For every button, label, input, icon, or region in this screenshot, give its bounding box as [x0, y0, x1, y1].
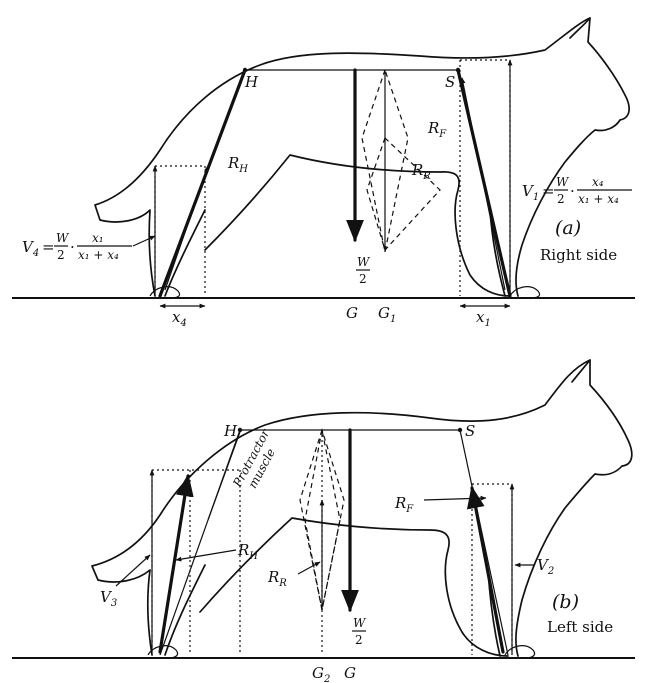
v3-leader-b: [115, 554, 151, 587]
rh-arrow-b: [158, 473, 194, 654]
svg-text:2: 2: [557, 192, 565, 206]
force-polygon-rf-b: [299, 427, 345, 611]
cat-belly-b: [199, 517, 509, 657]
v1-equation-a: V1 = W 2 · x₄ x₁ + x₄: [522, 175, 632, 206]
rr-label-b: RR: [267, 568, 287, 589]
panel-a-side: Right side: [540, 246, 617, 264]
rf-label-b: RF: [394, 494, 414, 515]
rh-arrow-a: [164, 165, 209, 291]
hip-label-a: H: [244, 73, 259, 91]
force-polygon-rf-a: [361, 68, 409, 253]
svg-text:x₄: x₄: [592, 175, 604, 189]
svg-text:W: W: [556, 175, 570, 189]
v4-leader-a: [132, 235, 156, 247]
cat-ear-a: [569, 17, 591, 39]
svg-text:·: ·: [70, 238, 75, 256]
panel-b-id: (b): [552, 591, 579, 613]
rf-arrow-a: [460, 77, 506, 291]
v4-equation-a: V4 = W 2 · x₁ x₁ + x₄: [22, 231, 132, 262]
svg-text:·: ·: [570, 182, 575, 200]
panel-a-id: (a): [555, 217, 581, 239]
shoulder-label-b: S: [465, 422, 475, 440]
fore-limb-b: [459, 429, 509, 656]
g-label-a: G: [346, 304, 358, 322]
rf-leader-b: [423, 495, 487, 501]
weight-label-a-den: 2: [359, 272, 367, 286]
rr-leader-b: [297, 561, 321, 575]
svg-text:W: W: [56, 231, 70, 245]
g1-label-a: G1: [378, 304, 396, 325]
cat-paw-fore-b: [504, 645, 536, 659]
v3-label-b: V3: [100, 588, 117, 609]
g-label-b: G: [344, 664, 356, 682]
panel-b-side: Left side: [547, 618, 613, 636]
svg-text:=: =: [42, 238, 55, 256]
svg-text:V1: V1: [522, 182, 539, 203]
rr-label-a: RR: [411, 161, 431, 182]
cat-paw-fore-a: [509, 286, 541, 299]
weight-label-a-num: W: [357, 255, 371, 269]
rh-label-b: RH: [237, 541, 258, 562]
svg-text:x₁ + x₄: x₁ + x₄: [578, 192, 619, 206]
cat-ear-b: [571, 359, 591, 383]
rh-label-a: RH: [227, 154, 248, 175]
x4-label-a: x4: [172, 308, 187, 329]
panel-a: H S RH RF RR W 2 V1 = W 2 · x₄ x₁ + x₄ V…: [12, 17, 635, 329]
x1-label-a: x1: [476, 308, 491, 329]
cat-outline-b: [91, 359, 633, 657]
svg-text:x₁: x₁: [92, 231, 104, 245]
cat-paw-hind-b: [147, 645, 179, 659]
svg-text:2: 2: [57, 248, 65, 262]
force-polygon-rr-a: [366, 136, 441, 252]
rh-leader-b: [175, 549, 237, 562]
cat-hindleg-a: [164, 209, 206, 297]
cat-outline-a: [94, 17, 630, 297]
svg-text:x₁ + x₄: x₁ + x₄: [78, 248, 119, 262]
panel-b: H S Protractor muscle RH RF RR W 2 V2 V3: [12, 359, 635, 683]
v2-label-b: V2: [537, 556, 554, 577]
weight-label-b-den: 2: [355, 633, 363, 647]
svg-text:=: =: [542, 182, 555, 200]
shoulder-label-a: S: [445, 73, 455, 91]
g2-label-b: G2: [312, 664, 330, 683]
rf-arrow-b: [466, 485, 505, 654]
svg-text:V4: V4: [22, 238, 39, 259]
weight-label-b-num: W: [353, 616, 367, 630]
cat-belly-a: [204, 154, 511, 297]
fore-limb-a: [456, 68, 512, 298]
hip-label-b: H: [223, 422, 238, 440]
cat-paw-hind-a: [149, 286, 181, 299]
protractor-muscle-line-b: [207, 431, 241, 521]
rf-label-a: RF: [427, 119, 447, 140]
